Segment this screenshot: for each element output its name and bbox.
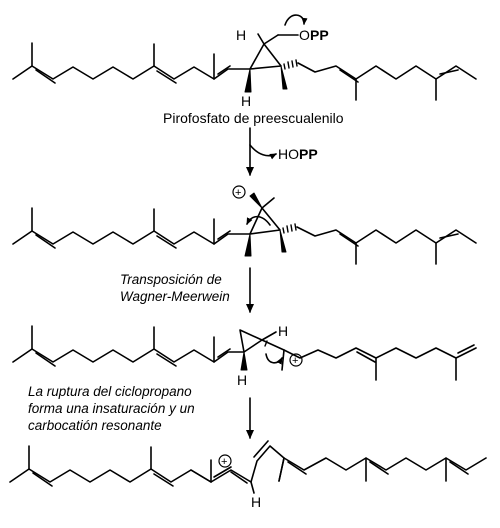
byproduct-pp-label: PP — [299, 146, 318, 162]
byproduct-ho-label: HO — [278, 146, 299, 162]
compound-1-right-chain — [297, 62, 477, 80]
compound-3-charge-circle — [289, 353, 303, 367]
step-2-note-line-2: Wagner-Meerwein — [120, 289, 230, 304]
compound-3-h-right: H — [278, 323, 288, 339]
step-1-arrow — [246, 127, 277, 176]
compound-4-diene — [190, 445, 285, 483]
compound-4-charge: + — [221, 456, 227, 468]
step-2-note: Transposición de Wagner-Meerwein — [120, 271, 230, 305]
compound-4-right-chain — [283, 457, 487, 471]
compound-3-rearranged-cation — [12, 325, 477, 381]
compound-4-h-bottom: H — [251, 494, 261, 510]
compound-3-right-chain — [283, 347, 477, 359]
compound-2-cyclopropylcarbinyl-cation — [12, 185, 477, 265]
compound-3-h-bottom: H — [237, 372, 247, 388]
compound-1-cyclopropane — [249, 43, 282, 70]
compound-4-charge-circle — [218, 454, 232, 468]
compound-1-presqualene-pyrophosphate — [12, 14, 477, 101]
compound-1-h-top: H — [236, 27, 246, 43]
compound-1-h-bottom: H — [241, 93, 251, 109]
compound-1-name: Pirofosfato de preescualenilo — [163, 110, 344, 126]
compound-4-left-chain — [9, 468, 212, 483]
step-3-note-line-3: carbocatión resonante — [28, 418, 162, 433]
step-3-note: La ruptura del ciclopropano forma una in… — [28, 383, 195, 434]
compound-2-right-chain — [296, 226, 477, 244]
step-3-note-line-2: forma una insaturación y un — [28, 401, 195, 416]
compound-1-o-label: O — [299, 27, 310, 43]
compound-3-cyclopropane — [239, 329, 263, 353]
compound-2-charge-circle — [232, 185, 246, 199]
compound-2-charge: + — [235, 187, 241, 199]
step-3-note-line-1: La ruptura del ciclopropano — [28, 384, 192, 399]
compound-4-resonant-carbocation — [9, 440, 487, 494]
step-2-note-line-1: Transposición de — [120, 272, 222, 287]
compound-3-charge: + — [292, 355, 298, 367]
compound-1-pp-label: PP — [310, 27, 329, 43]
compound-2-cyclopropane — [249, 207, 281, 235]
